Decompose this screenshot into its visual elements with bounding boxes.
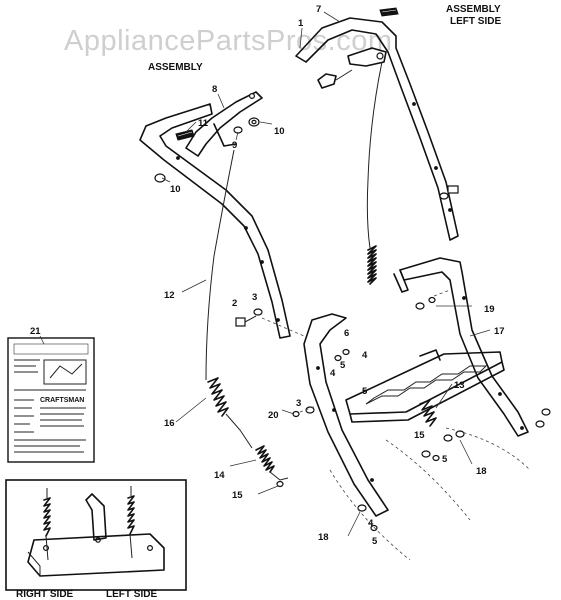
inset-detail-box <box>5 479 187 591</box>
callout-7: 7 <box>316 4 321 15</box>
callout-15: 15 <box>414 430 425 441</box>
callout-4: 4 <box>362 350 368 361</box>
callout-4: 4 <box>330 368 336 379</box>
callout-19: 19 <box>484 304 495 315</box>
callout-6: 6 <box>344 328 349 339</box>
cable-right <box>366 61 383 249</box>
operators-manual: CRAFTSMAN <box>7 337 95 463</box>
callout-5: 5 <box>372 536 378 547</box>
decal-7 <box>379 7 399 17</box>
upper-handle-left <box>139 103 291 339</box>
callout-labels: 1 2 3 3 4 4 4 5 5 5 5 6 7 8 9 10 10 11 1… <box>30 4 505 547</box>
callout-20: 20 <box>268 410 279 421</box>
inset-left-side-label: LEFT SIDE <box>106 589 157 600</box>
callout-17: 17 <box>494 326 505 337</box>
spring-13 <box>419 399 437 427</box>
callout-9: 9 <box>232 140 237 151</box>
callout-14: 14 <box>214 470 225 481</box>
assembly-lines <box>261 289 531 561</box>
callout-1: 1 <box>298 18 304 29</box>
callout-3: 3 <box>252 292 257 303</box>
hardware <box>154 117 551 532</box>
leader-lines <box>39 11 491 537</box>
control-lever <box>185 91 263 157</box>
callout-10: 10 <box>274 126 285 137</box>
callout-5: 5 <box>362 386 368 397</box>
callout-11: 11 <box>198 118 209 129</box>
heading-assembly-left-line1: ASSEMBLY <box>446 4 501 15</box>
callout-13: 13 <box>454 380 465 391</box>
callout-15: 15 <box>232 490 243 501</box>
watermark: AppliancePartsPros.com <box>64 25 393 57</box>
callout-2: 2 <box>232 298 237 309</box>
callout-12: 12 <box>164 290 175 301</box>
callout-16: 16 <box>164 418 175 429</box>
callout-21: 21 <box>30 326 41 337</box>
lower-handle <box>303 257 529 517</box>
cable-bracket <box>317 47 387 89</box>
inset-right-side-label: RIGHT SIDE <box>16 589 74 600</box>
callout-5: 5 <box>442 454 448 465</box>
callout-10: 10 <box>170 184 181 195</box>
callout-4: 4 <box>368 518 374 529</box>
upper-handle-right <box>295 17 459 241</box>
cable-link <box>225 413 253 449</box>
spring-upper-right <box>367 245 377 285</box>
heading-assembly: ASSEMBLY <box>148 62 203 73</box>
callout-18: 18 <box>476 466 487 477</box>
callout-3: 3 <box>296 398 301 409</box>
callout-18: 18 <box>318 532 329 543</box>
spring-16 <box>207 377 229 417</box>
heading-assembly-left-line2: LEFT SIDE <box>450 16 501 27</box>
callout-5: 5 <box>340 360 346 371</box>
shift-plate <box>345 349 505 423</box>
manual-brand: CRAFTSMAN <box>40 397 84 404</box>
spring-14 <box>255 445 289 481</box>
callout-8: 8 <box>212 84 217 95</box>
cable-12 <box>205 149 235 381</box>
